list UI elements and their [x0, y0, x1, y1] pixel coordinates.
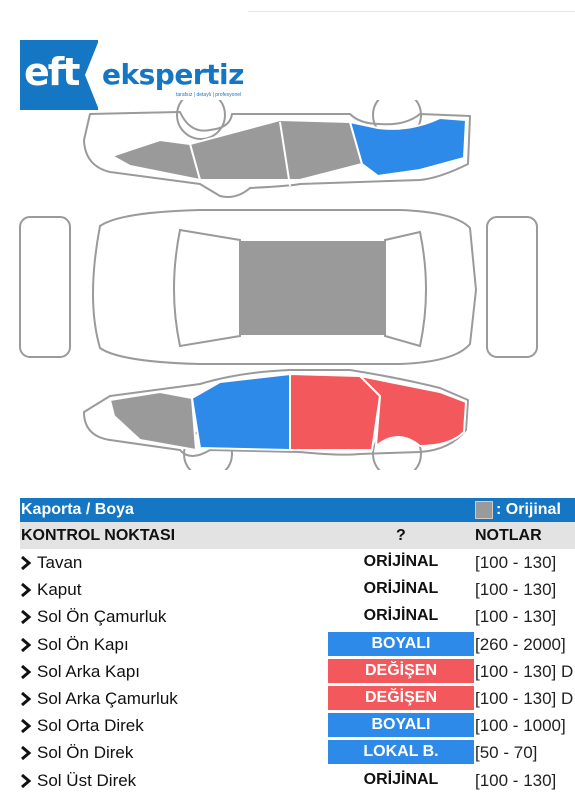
- row-name: Sol Üst Direk: [37, 770, 137, 790]
- table-row[interactable]: Sol Üst Direk ORİJİNAL [100 - 130]: [20, 767, 575, 794]
- section-title: Kaporta / Boya: [21, 501, 134, 518]
- body-paint-table: Kaporta / Boya : Orijinal KONTROL NOKTAS…: [20, 498, 575, 794]
- row-status-badge: DEĞİŞEN: [328, 658, 474, 683]
- left-rear-fender: [359, 375, 467, 447]
- col-point-header: KONTROL NOKTASI: [21, 527, 176, 544]
- car-damage-diagram: [19, 100, 538, 470]
- row-name: Sol Ön Çamurluk: [37, 607, 167, 627]
- chevron-right-icon: [21, 637, 32, 652]
- row-status-badge: DEĞİŞEN: [328, 685, 474, 710]
- table-row[interactable]: Kaput ORİJİNAL [100 - 130]: [20, 576, 575, 603]
- chevron-right-icon: [21, 610, 32, 625]
- row-note: [100 - 130]: [475, 580, 557, 600]
- left-front-door: [191, 373, 291, 451]
- plan-rear-window: [384, 230, 427, 348]
- table-row[interactable]: Sol Ön Direk LOKAL B.[50 - 70]: [20, 739, 575, 766]
- table-row[interactable]: Sol Ön Çamurluk ORİJİNAL [100 - 130]: [20, 603, 575, 630]
- plan-body-outline: [92, 209, 478, 365]
- chevron-right-icon: [21, 664, 32, 679]
- chevron-right-icon: [21, 583, 32, 598]
- table-section-header: Kaporta / Boya : Orijinal: [20, 498, 575, 522]
- row-name: Sol Ön Direk: [37, 743, 134, 763]
- row-status-badge: ORİJİNAL: [363, 770, 439, 788]
- table-row[interactable]: Sol Ön Kapı BOYALI[260 - 2000]: [20, 631, 575, 658]
- chevron-right-icon: [21, 556, 32, 570]
- row-status-badge: ORİJİNAL: [363, 553, 439, 570]
- logo-mark-box: [20, 40, 98, 110]
- chevron-right-icon: [21, 691, 32, 706]
- row-name: Sol Orta Direk: [37, 716, 144, 736]
- row-note: [100 - 130] D: [475, 661, 574, 681]
- row-status-badge: BOYALI: [328, 631, 474, 656]
- eft-logo: eft ekspertiz tarafsız | detaylı | profe…: [20, 40, 245, 110]
- row-note: [100 - 130]: [475, 770, 557, 790]
- table-column-header: KONTROL NOKTASI ? NOTLAR: [20, 522, 575, 549]
- row-note: [100 - 130]: [475, 553, 557, 572]
- plan-roof-panel: [239, 239, 386, 337]
- row-note: [100 - 130]: [475, 607, 557, 627]
- row-name: Kaput: [37, 580, 82, 600]
- rear-bumper-outline: [486, 216, 538, 358]
- row-name: Sol Arka Çamurluk: [37, 688, 178, 708]
- table-row[interactable]: Tavan ORİJİNAL [100 - 130]: [20, 549, 575, 576]
- logo-tagline: tarafsız | detaylı | profesyonel: [176, 92, 242, 98]
- row-status-badge: ORİJİNAL: [363, 607, 439, 625]
- col-status-header: ?: [396, 527, 406, 544]
- row-status-badge: BOYALI: [328, 713, 474, 738]
- chevron-right-icon: [21, 773, 32, 788]
- row-note: [50 - 70]: [475, 743, 538, 763]
- legend-swatch: [475, 501, 493, 519]
- col-notes-header: NOTLAR: [475, 527, 542, 544]
- right-rear-fender: [349, 117, 467, 177]
- logo-mark-text: eft: [24, 50, 80, 94]
- table-row[interactable]: Sol Orta Direk BOYALI[100 - 1000]: [20, 712, 575, 739]
- row-status-badge: LOKAL B.: [328, 740, 474, 765]
- left-rear-door: [289, 373, 381, 451]
- legend-label: : Orijinal: [496, 501, 561, 518]
- row-name: Sol Ön Kapı: [37, 634, 129, 654]
- table-row[interactable]: Sol Arka Kapı DEĞİŞEN[100 - 130] D: [20, 658, 575, 685]
- plan-windshield: [173, 228, 241, 348]
- chevron-right-icon: [21, 746, 32, 761]
- right-front-wheel-arch: [176, 100, 226, 140]
- row-name: Tavan: [37, 553, 83, 572]
- row-status-badge: ORİJİNAL: [363, 580, 439, 598]
- left-side-body-outline: [83, 369, 469, 457]
- row-note: [100 - 1000]: [475, 716, 566, 736]
- left-front-fender: [109, 391, 197, 451]
- front-bumper-outline: [19, 216, 71, 358]
- row-note: [260 - 2000]: [475, 634, 566, 654]
- chevron-right-icon: [21, 719, 32, 734]
- right-front-fender: [111, 139, 201, 181]
- row-note: [100 - 130] D: [475, 688, 574, 708]
- logo-name: ekspertiz: [102, 58, 244, 91]
- table-row[interactable]: Sol Arka Çamurluk DEĞİŞEN[100 - 130] D: [20, 685, 575, 712]
- top-divider: [248, 11, 575, 12]
- row-name: Sol Arka Kapı: [37, 661, 141, 681]
